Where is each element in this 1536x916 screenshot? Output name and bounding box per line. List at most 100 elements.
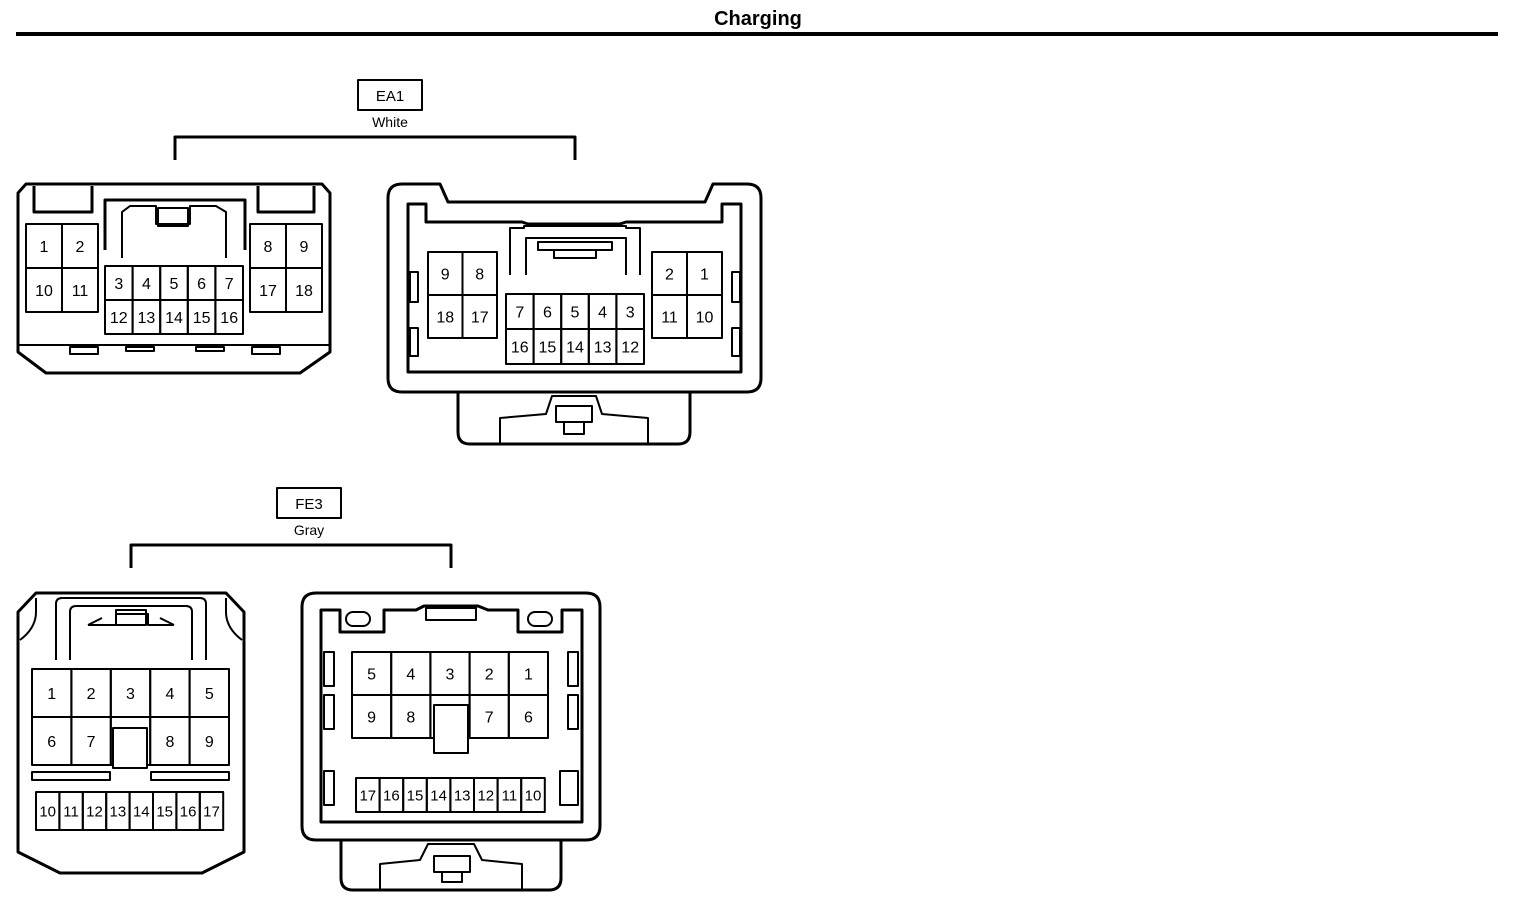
pin-number: 6 bbox=[524, 709, 533, 726]
pin-number: 15 bbox=[539, 339, 557, 356]
cavity-group-fe3-right: 5 4 3 2 1 9 8 7 6 17 16 15 14 13 12 11 10 bbox=[351, 651, 549, 813]
pin-number: 15 bbox=[156, 803, 173, 820]
pin-number: 14 bbox=[165, 310, 183, 327]
pin-number: 16 bbox=[220, 310, 238, 327]
pin-number: 12 bbox=[86, 803, 103, 820]
bracket-fe3 bbox=[129, 543, 453, 568]
pin-number: 5 bbox=[367, 666, 376, 683]
pin-number: 5 bbox=[170, 276, 179, 293]
pin-number: 3 bbox=[114, 276, 123, 293]
keying-block bbox=[433, 704, 469, 754]
pin-number: 10 bbox=[35, 283, 53, 300]
pin-number: 8 bbox=[475, 266, 484, 283]
pin-number: 12 bbox=[477, 787, 494, 804]
connector-id-fe3: FE3 bbox=[295, 496, 323, 513]
pin-number: 18 bbox=[295, 283, 313, 300]
pin-cavity bbox=[285, 267, 323, 313]
pin-number: 9 bbox=[441, 266, 450, 283]
pin-number: 14 bbox=[133, 803, 150, 820]
pin-number: 14 bbox=[566, 339, 584, 356]
pin-number: 18 bbox=[436, 309, 454, 326]
connector-housing-ea1-right bbox=[386, 182, 763, 446]
pin-number: 7 bbox=[515, 304, 524, 321]
pin-number: 2 bbox=[485, 666, 494, 683]
pin-cavity bbox=[461, 294, 498, 339]
pin-number: 6 bbox=[197, 276, 206, 293]
pin-number: 15 bbox=[193, 310, 211, 327]
pin-number: 9 bbox=[205, 734, 214, 751]
pin-number: 5 bbox=[571, 304, 580, 321]
pin-number: 16 bbox=[511, 339, 529, 356]
page-title: Charging bbox=[714, 8, 802, 30]
pin-cavity bbox=[188, 716, 231, 766]
pin-number: 2 bbox=[665, 266, 674, 283]
pin-number: 1 bbox=[40, 239, 49, 256]
pin-number: 16 bbox=[180, 803, 197, 820]
pin-cavity bbox=[198, 791, 225, 831]
pin-number: 1 bbox=[524, 666, 533, 683]
pin-number: 3 bbox=[626, 304, 635, 321]
connector-housing-ea1-left bbox=[16, 182, 332, 375]
pin-number: 13 bbox=[138, 310, 156, 327]
bracket-ea1 bbox=[173, 135, 577, 160]
pin-number: 11 bbox=[502, 787, 518, 804]
pin-number: 17 bbox=[471, 309, 489, 326]
pin-number: 17 bbox=[203, 803, 220, 820]
connector-id-box-ea1 bbox=[357, 79, 423, 111]
pin-number: 16 bbox=[383, 787, 400, 804]
connector-id-box-fe3 bbox=[276, 487, 342, 519]
pin-number: 15 bbox=[407, 787, 424, 804]
pin-number: 3 bbox=[126, 686, 135, 703]
pin-number: 11 bbox=[72, 283, 89, 300]
pin-number: 9 bbox=[300, 239, 309, 256]
connector-id-ea1: EA1 bbox=[376, 88, 404, 105]
keying-block bbox=[112, 727, 148, 769]
pin-number: 2 bbox=[76, 239, 85, 256]
pin-cavity bbox=[686, 294, 723, 339]
connector-housing-fe3-left bbox=[16, 591, 246, 875]
pin-number: 7 bbox=[485, 709, 494, 726]
pin-number: 11 bbox=[661, 309, 678, 326]
connector-color-ea1: White bbox=[372, 114, 408, 130]
pin-number: 8 bbox=[264, 239, 273, 256]
pin-number: 7 bbox=[87, 734, 96, 751]
pin-cavity bbox=[507, 694, 549, 739]
pin-number: 6 bbox=[47, 734, 56, 751]
pin-number: 10 bbox=[696, 309, 714, 326]
pin-number: 14 bbox=[430, 787, 447, 804]
pin-number: 17 bbox=[259, 283, 277, 300]
pin-cavity bbox=[520, 777, 546, 813]
pin-number: 10 bbox=[39, 803, 56, 820]
pin-number: 7 bbox=[225, 276, 234, 293]
pin-cavity bbox=[214, 299, 244, 335]
pin-number: 17 bbox=[359, 787, 376, 804]
pin-number: 4 bbox=[165, 686, 174, 703]
pin-number: 1 bbox=[700, 266, 709, 283]
pin-number: 12 bbox=[110, 310, 128, 327]
pin-number: 6 bbox=[543, 304, 552, 321]
pin-number: 12 bbox=[621, 339, 639, 356]
pin-number: 4 bbox=[406, 666, 415, 683]
pin-number: 13 bbox=[594, 339, 612, 356]
pin-number: 8 bbox=[165, 734, 174, 751]
pin-number: 10 bbox=[525, 787, 542, 804]
pin-cavity bbox=[615, 328, 646, 365]
pin-number: 11 bbox=[63, 803, 79, 820]
pin-number: 3 bbox=[446, 666, 455, 683]
connector-color-fe3: Gray bbox=[294, 522, 324, 538]
connector-housing-fe3-right bbox=[300, 591, 602, 892]
pin-number: 2 bbox=[87, 686, 96, 703]
pin-number: 5 bbox=[205, 686, 214, 703]
pin-number: 4 bbox=[598, 304, 607, 321]
pin-number: 13 bbox=[110, 803, 127, 820]
pin-number: 9 bbox=[367, 709, 376, 726]
title-rule bbox=[16, 32, 1498, 36]
pin-number: 1 bbox=[47, 686, 56, 703]
pin-number: 8 bbox=[406, 709, 415, 726]
pin-cavity bbox=[61, 267, 99, 313]
pin-number: 13 bbox=[454, 787, 471, 804]
